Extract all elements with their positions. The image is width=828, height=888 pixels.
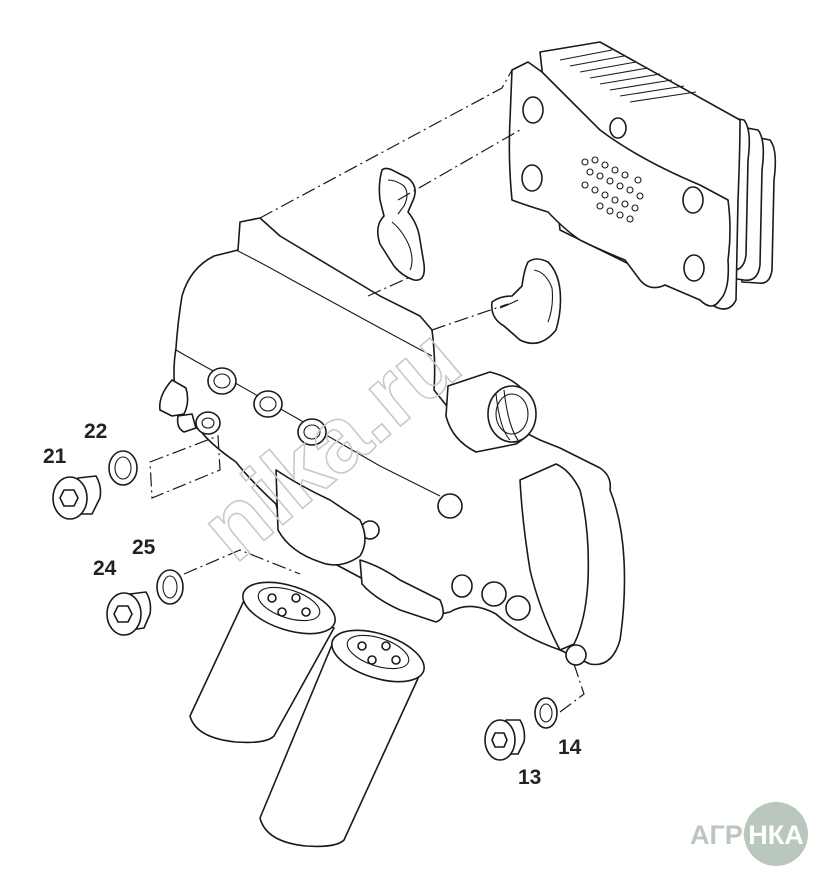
oil-cooler: [508, 41, 777, 310]
gasket-upper: [376, 167, 426, 281]
plug-13: [484, 719, 526, 761]
logo-badge-text: НКА: [748, 820, 804, 850]
callout-13: 13: [518, 766, 541, 789]
oil-filter-housing: [158, 217, 626, 666]
cooler-holes: [581, 156, 644, 223]
callout-22: 22: [84, 420, 107, 443]
callout-21: 21: [43, 445, 67, 468]
seal-ring-25: [156, 569, 184, 605]
oil-filter-cartridge-right: [259, 629, 425, 848]
oil-filter-cartridge-left: [189, 581, 336, 744]
seal-ring-22: [108, 450, 138, 486]
callout-24: 24: [93, 557, 117, 580]
plug-21: [52, 475, 102, 520]
gasket-lower: [490, 258, 562, 345]
callout-25: 25: [132, 536, 156, 559]
logo-badge: НКА: [744, 802, 808, 866]
callout-14: 14: [558, 736, 582, 759]
plug-24: [106, 591, 152, 636]
seal-ring-14: [534, 697, 558, 729]
assembly-lines: [149, 69, 585, 713]
